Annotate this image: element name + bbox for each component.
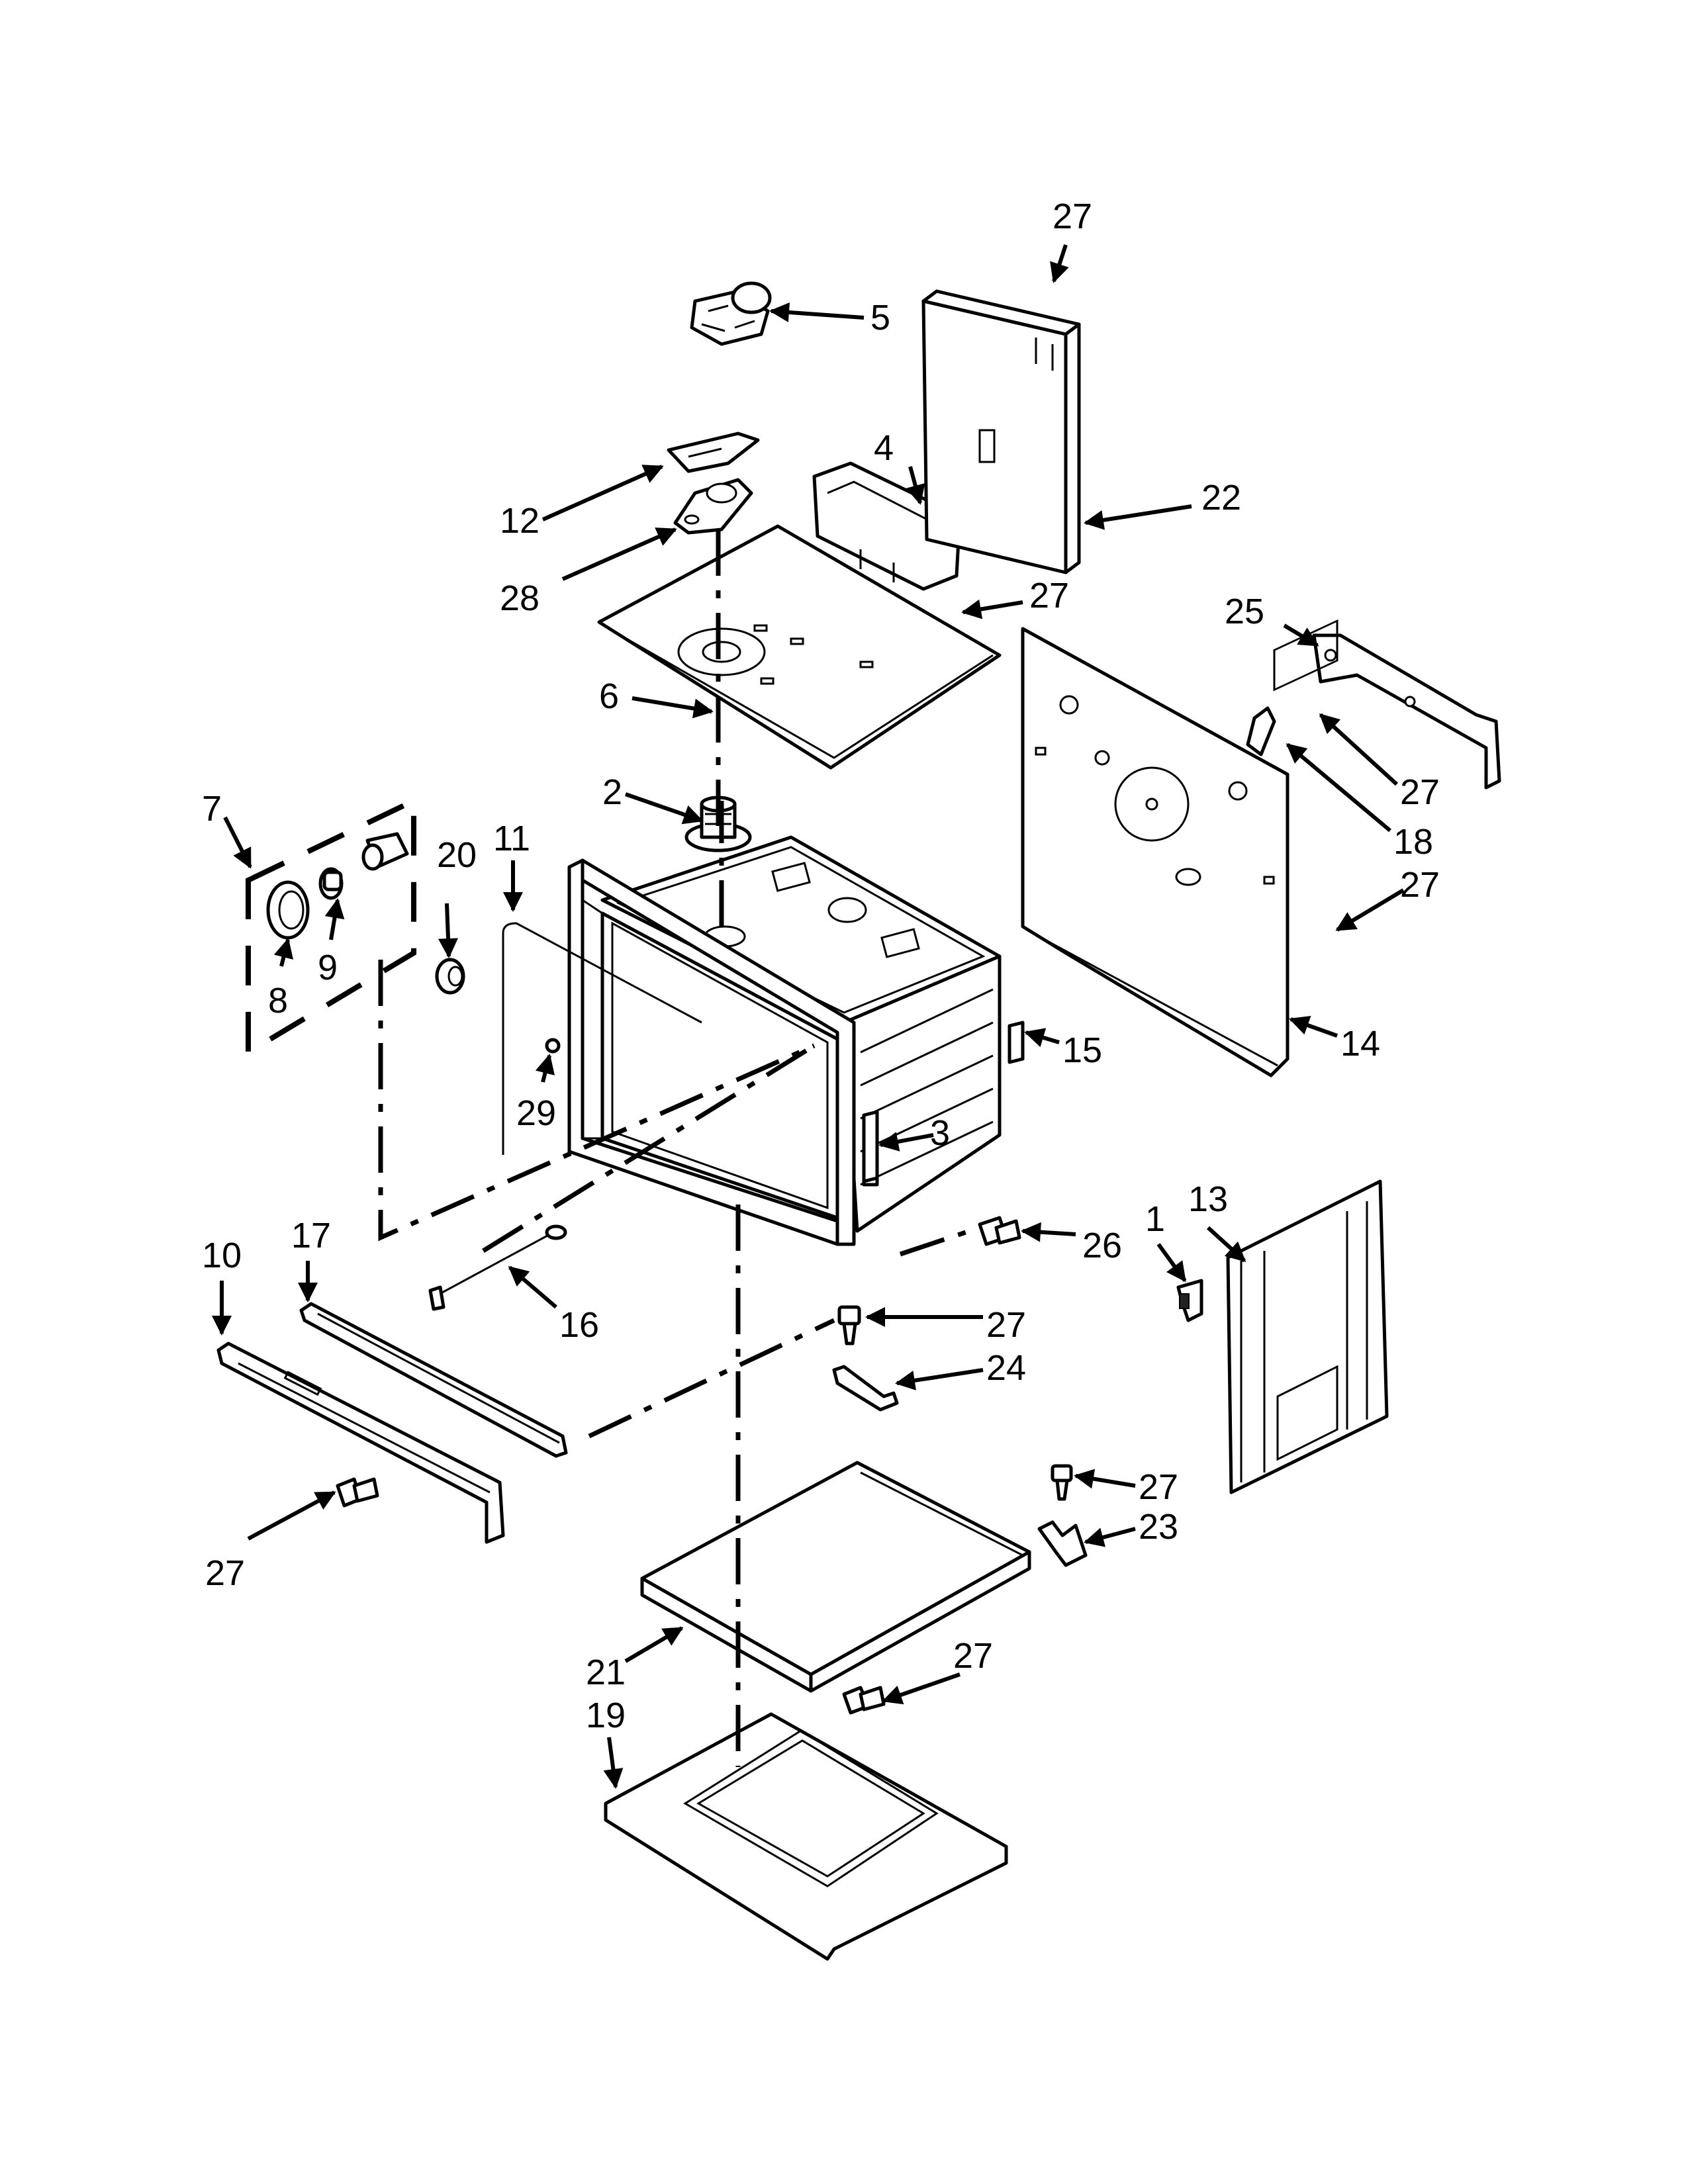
callout-27-mid: 27 [1029,576,1069,615]
oven-cavity [567,835,1002,1246]
callout-4: 4 [874,428,894,468]
callout-17: 17 [291,1216,331,1255]
part-14-rear-panel [1021,627,1289,1077]
part-24-bracket [832,1365,899,1412]
callout-5: 5 [870,298,890,338]
part-9-knob [318,867,344,900]
callout-labels: 27 5 4 22 12 28 27 25 6 27 18 27 2 7 20 … [202,197,1440,1735]
callout-21: 21 [586,1653,626,1692]
callout-10: 10 [202,1236,242,1275]
callout-27-center: 27 [986,1305,1026,1345]
callout-28: 28 [500,578,539,618]
part-28-bracket [673,478,753,535]
callout-16: 16 [559,1305,599,1345]
callout-25: 25 [1225,592,1264,631]
callout-12: 12 [500,501,539,541]
part-10-side-rail [216,1342,505,1544]
callout-27-bottom: 27 [953,1636,993,1676]
part-20-lamp-lens [435,958,465,995]
part-19-floor-cover [604,1712,1008,1961]
callout-3: 3 [930,1113,950,1153]
callout-27-right-lower: 27 [1400,865,1440,905]
callout-27-right-upper: 27 [1400,772,1440,812]
part-8-knob-bezel [266,880,310,940]
callout-8: 8 [268,981,288,1021]
part-18-clip [1246,706,1276,756]
callout-24: 24 [986,1348,1026,1388]
leader-lines [212,244,1405,1789]
part-22-rear-cover [921,289,1081,574]
callout-7: 7 [202,789,222,829]
part-16-sensor-probe [428,1224,567,1311]
callout-22: 22 [1201,478,1241,518]
part-3-bracket [862,1110,879,1183]
callout-29: 29 [516,1093,556,1133]
part-17-trim-strip [299,1302,568,1458]
part-7-switch [361,832,409,871]
part-27-screw-left [336,1477,379,1508]
part-27-screw-center [837,1305,861,1345]
callout-13: 13 [1188,1179,1228,1219]
callout-15: 15 [1062,1030,1102,1070]
callout-23: 23 [1139,1507,1178,1547]
callout-1: 1 [1145,1199,1165,1239]
callout-18: 18 [1393,822,1433,862]
assembly-lines [378,529,981,1767]
callout-14: 14 [1340,1024,1380,1064]
part-23-bracket [1037,1520,1088,1567]
part-12-bracket [667,432,760,473]
callout-20: 20 [437,835,477,875]
part-26-screw [978,1216,1021,1246]
callout-2: 2 [602,772,622,812]
part-11-wire [502,922,702,1155]
callout-9: 9 [318,948,338,987]
callout-27-top: 27 [1053,197,1092,236]
part-25-bracket [1312,633,1501,790]
part-27-screw-right [1051,1464,1073,1501]
callout-27-right-bracket: 27 [1139,1467,1178,1507]
part-29-screw [545,1038,561,1054]
callout-6: 6 [599,676,619,716]
callout-27-left: 27 [205,1553,245,1593]
part-7-knob-group [246,796,416,1058]
part-13-side-panel [1226,619,1389,1494]
part-27-screw-bottom [842,1686,886,1715]
part-15-clip [1008,1021,1025,1064]
callout-11: 11 [493,819,530,858]
callout-26: 26 [1082,1226,1122,1265]
part-5-valve-assembly [690,281,772,346]
callout-19: 19 [586,1696,626,1735]
part-4-bracket [812,461,962,591]
part-1-clip [1176,1279,1203,1322]
